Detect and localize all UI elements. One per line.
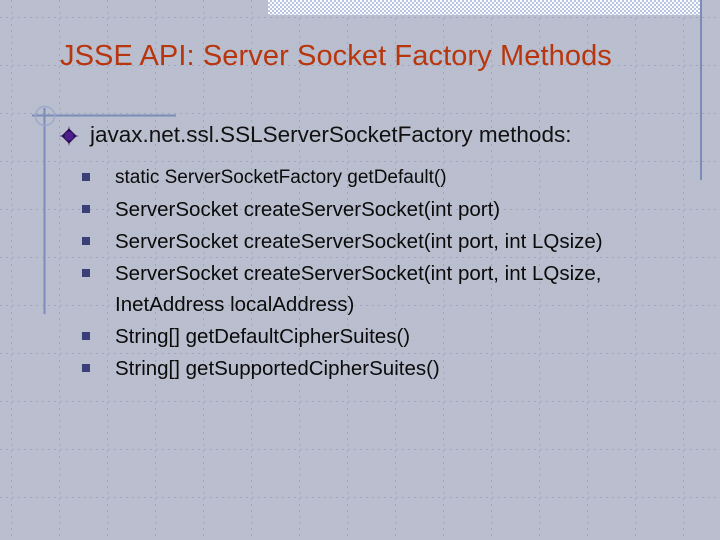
square-bullet-icon [82, 237, 90, 245]
list-item: ServerSocket createServerSocket(int port… [82, 194, 694, 225]
square-bullet-icon [82, 364, 90, 372]
method-signature: String[] getDefaultCipherSuites() [115, 325, 411, 348]
list-item: String[] getDefaultCipherSuites() [82, 321, 694, 352]
diamond-bullet-icon [58, 125, 80, 147]
methods-list: static ServerSocketFactory getDefault() … [82, 162, 694, 385]
method-signature: ServerSocket createServerSocket(int port… [115, 262, 602, 316]
method-signature: String[] getSupportedCipherSuites() [115, 357, 440, 380]
top-decorative-band [268, 0, 700, 15]
square-bullet-icon [82, 173, 90, 181]
list-item: static ServerSocketFactory getDefault() [82, 162, 694, 193]
right-vertical-rule [700, 0, 702, 180]
list-item: ServerSocket createServerSocket(int port… [82, 258, 694, 320]
slide-title: JSSE API: Server Socket Factory Methods [60, 40, 612, 72]
heading-text: javax.net.ssl.SSLServerSocketFactory met… [90, 122, 572, 147]
list-item: String[] getSupportedCipherSuites() [82, 353, 694, 384]
square-bullet-icon [82, 205, 90, 213]
method-signature: ServerSocket createServerSocket(int port… [115, 198, 501, 221]
method-signature: static ServerSocketFactory getDefault() [115, 167, 447, 188]
square-bullet-icon [82, 332, 90, 340]
heading-bullet-line: javax.net.ssl.SSLServerSocketFactory met… [58, 121, 571, 149]
method-signature: ServerSocket createServerSocket(int port… [115, 230, 603, 253]
square-bullet-icon [82, 269, 90, 277]
list-item: ServerSocket createServerSocket(int port… [82, 226, 694, 257]
